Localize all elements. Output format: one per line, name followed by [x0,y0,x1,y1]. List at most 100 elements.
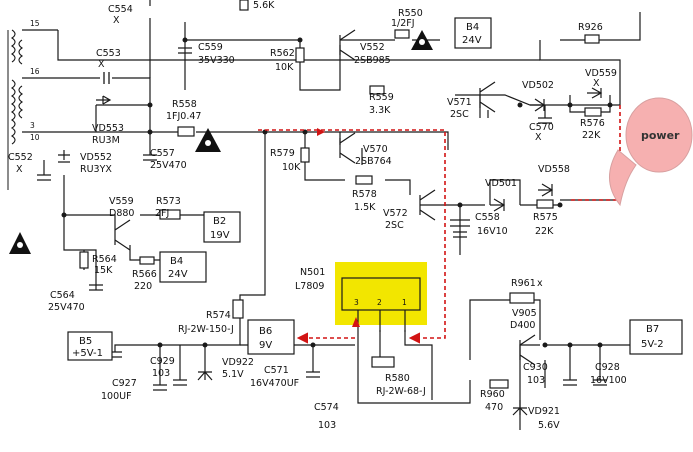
warning-triangles [9,30,433,254]
label-ic-pin2: 2 [377,298,382,307]
label-r559-val: 3.3K [369,105,391,116]
power-callout [609,97,693,207]
label-v559-type: D880 [109,208,134,219]
label-b7: B7 [646,324,659,335]
label-vd553-type: RU3M [92,135,120,146]
r578-body [355,175,373,185]
label-c929-val: 103 [152,368,170,379]
label-r558-val: 1FJ0.47 [166,111,201,122]
c557-icon [143,154,157,161]
label-v570: V570 [363,144,388,155]
label-r550-val: 1/2FJ [391,18,415,29]
v552-icon [339,29,356,61]
v572-icon [419,189,436,221]
label-v571: V571 [447,97,472,108]
label-vd502: VD502 [522,80,554,91]
label-r579-val: 10K [282,162,301,173]
label-b2-v: 19V [210,230,230,241]
label-v905: V905 [512,308,537,319]
label-v570-type: 2SB764 [355,156,392,167]
b5-box [67,331,113,361]
r960-body [489,379,509,389]
label-n501-type: L7809 [295,281,324,292]
label-pin16: 16 [30,67,40,76]
label-c564: C564 [50,290,75,301]
label-c564-val: 25V470 [48,302,85,313]
v571-icon [479,81,496,113]
vd559-icon [587,87,603,99]
c571-icon [173,379,187,386]
label-vd559-x: X [593,78,600,89]
label-c554-x: X [113,15,120,26]
label-b6-v: 9V [259,340,272,351]
label-v905-type: D400 [510,320,535,331]
label-vd501: VD501 [485,178,517,189]
c552-icon [37,174,51,181]
r562-body [295,47,305,63]
label-r579: R579 [270,148,295,159]
label-r960-val: 470 [485,402,503,413]
label-b4-top: B4 [466,22,479,33]
label-vd559: VD559 [585,68,617,79]
label-r960: R960 [480,389,505,400]
warning-icon [9,232,31,254]
r575-body [536,199,554,209]
diodes [58,87,603,416]
node-dots [61,37,613,348]
label-r961-x: x [537,278,543,289]
label-c559-val: 35V330 [198,55,235,66]
label-c930: C930 [523,362,548,373]
label-r564: R564 [92,254,117,265]
vd553-icon [96,95,112,105]
c930-icon [563,379,577,386]
label-r574: R574 [206,310,231,321]
label-r574-val: RJ-2W-150-J [178,324,234,335]
label-pin10: 10 [30,133,40,142]
label-b5-v: +5V-1 [72,348,103,359]
label-vd921-val: 5.6V [538,420,560,431]
label-b4-top-v: 24V [462,35,482,46]
label-b7-v: 5V-2 [641,339,664,350]
label-r562-val: 10K [275,62,294,73]
label-r562: R562 [270,48,295,59]
label-c559: C559 [198,42,223,53]
r558-body [177,126,195,137]
label-c574: C574 [314,402,339,413]
r550-body [394,29,410,39]
label-c930-val: 103 [527,375,545,386]
label-5k6: 5.6K [253,0,275,11]
label-r926: R926 [578,22,603,33]
b2-box [203,211,241,243]
r574-body [232,299,244,319]
label-v552: V552 [360,42,385,53]
label-v572: V572 [383,208,408,219]
r926-body [584,34,600,44]
label-r566: R566 [132,269,157,280]
resistors [79,0,602,389]
label-b2: B2 [213,216,226,227]
label-vd921: VD921 [528,406,560,417]
label-c927-val: 100UF [101,391,132,402]
label-v552-type: 2SB985 [354,55,391,66]
label-r559: R559 [369,92,394,103]
component-labels: C554 X 5.6K R550 1/2FJ B4 24V R926 15 16… [8,0,664,431]
label-b5: B5 [79,336,92,347]
label-c557-val: 25V470 [150,160,187,171]
b7-box [629,319,683,355]
label-b4-mid: B4 [170,256,183,267]
vd501-icon [490,198,506,212]
c564-icon [89,284,103,291]
label-ic-pin1: 1 [402,298,407,307]
label-c553-x: X [98,59,105,70]
transformer-coils [11,29,23,145]
vd922-icon [197,365,213,381]
n501-regulator [335,262,427,340]
c553-icon [103,72,110,84]
label-c554: C554 [108,4,133,15]
label-c929: C929 [150,356,175,367]
v905-icon [519,334,536,366]
label-c574-val: 103 [318,420,336,431]
label-r580: R580 [385,373,410,384]
label-c570-x: X [535,132,542,143]
